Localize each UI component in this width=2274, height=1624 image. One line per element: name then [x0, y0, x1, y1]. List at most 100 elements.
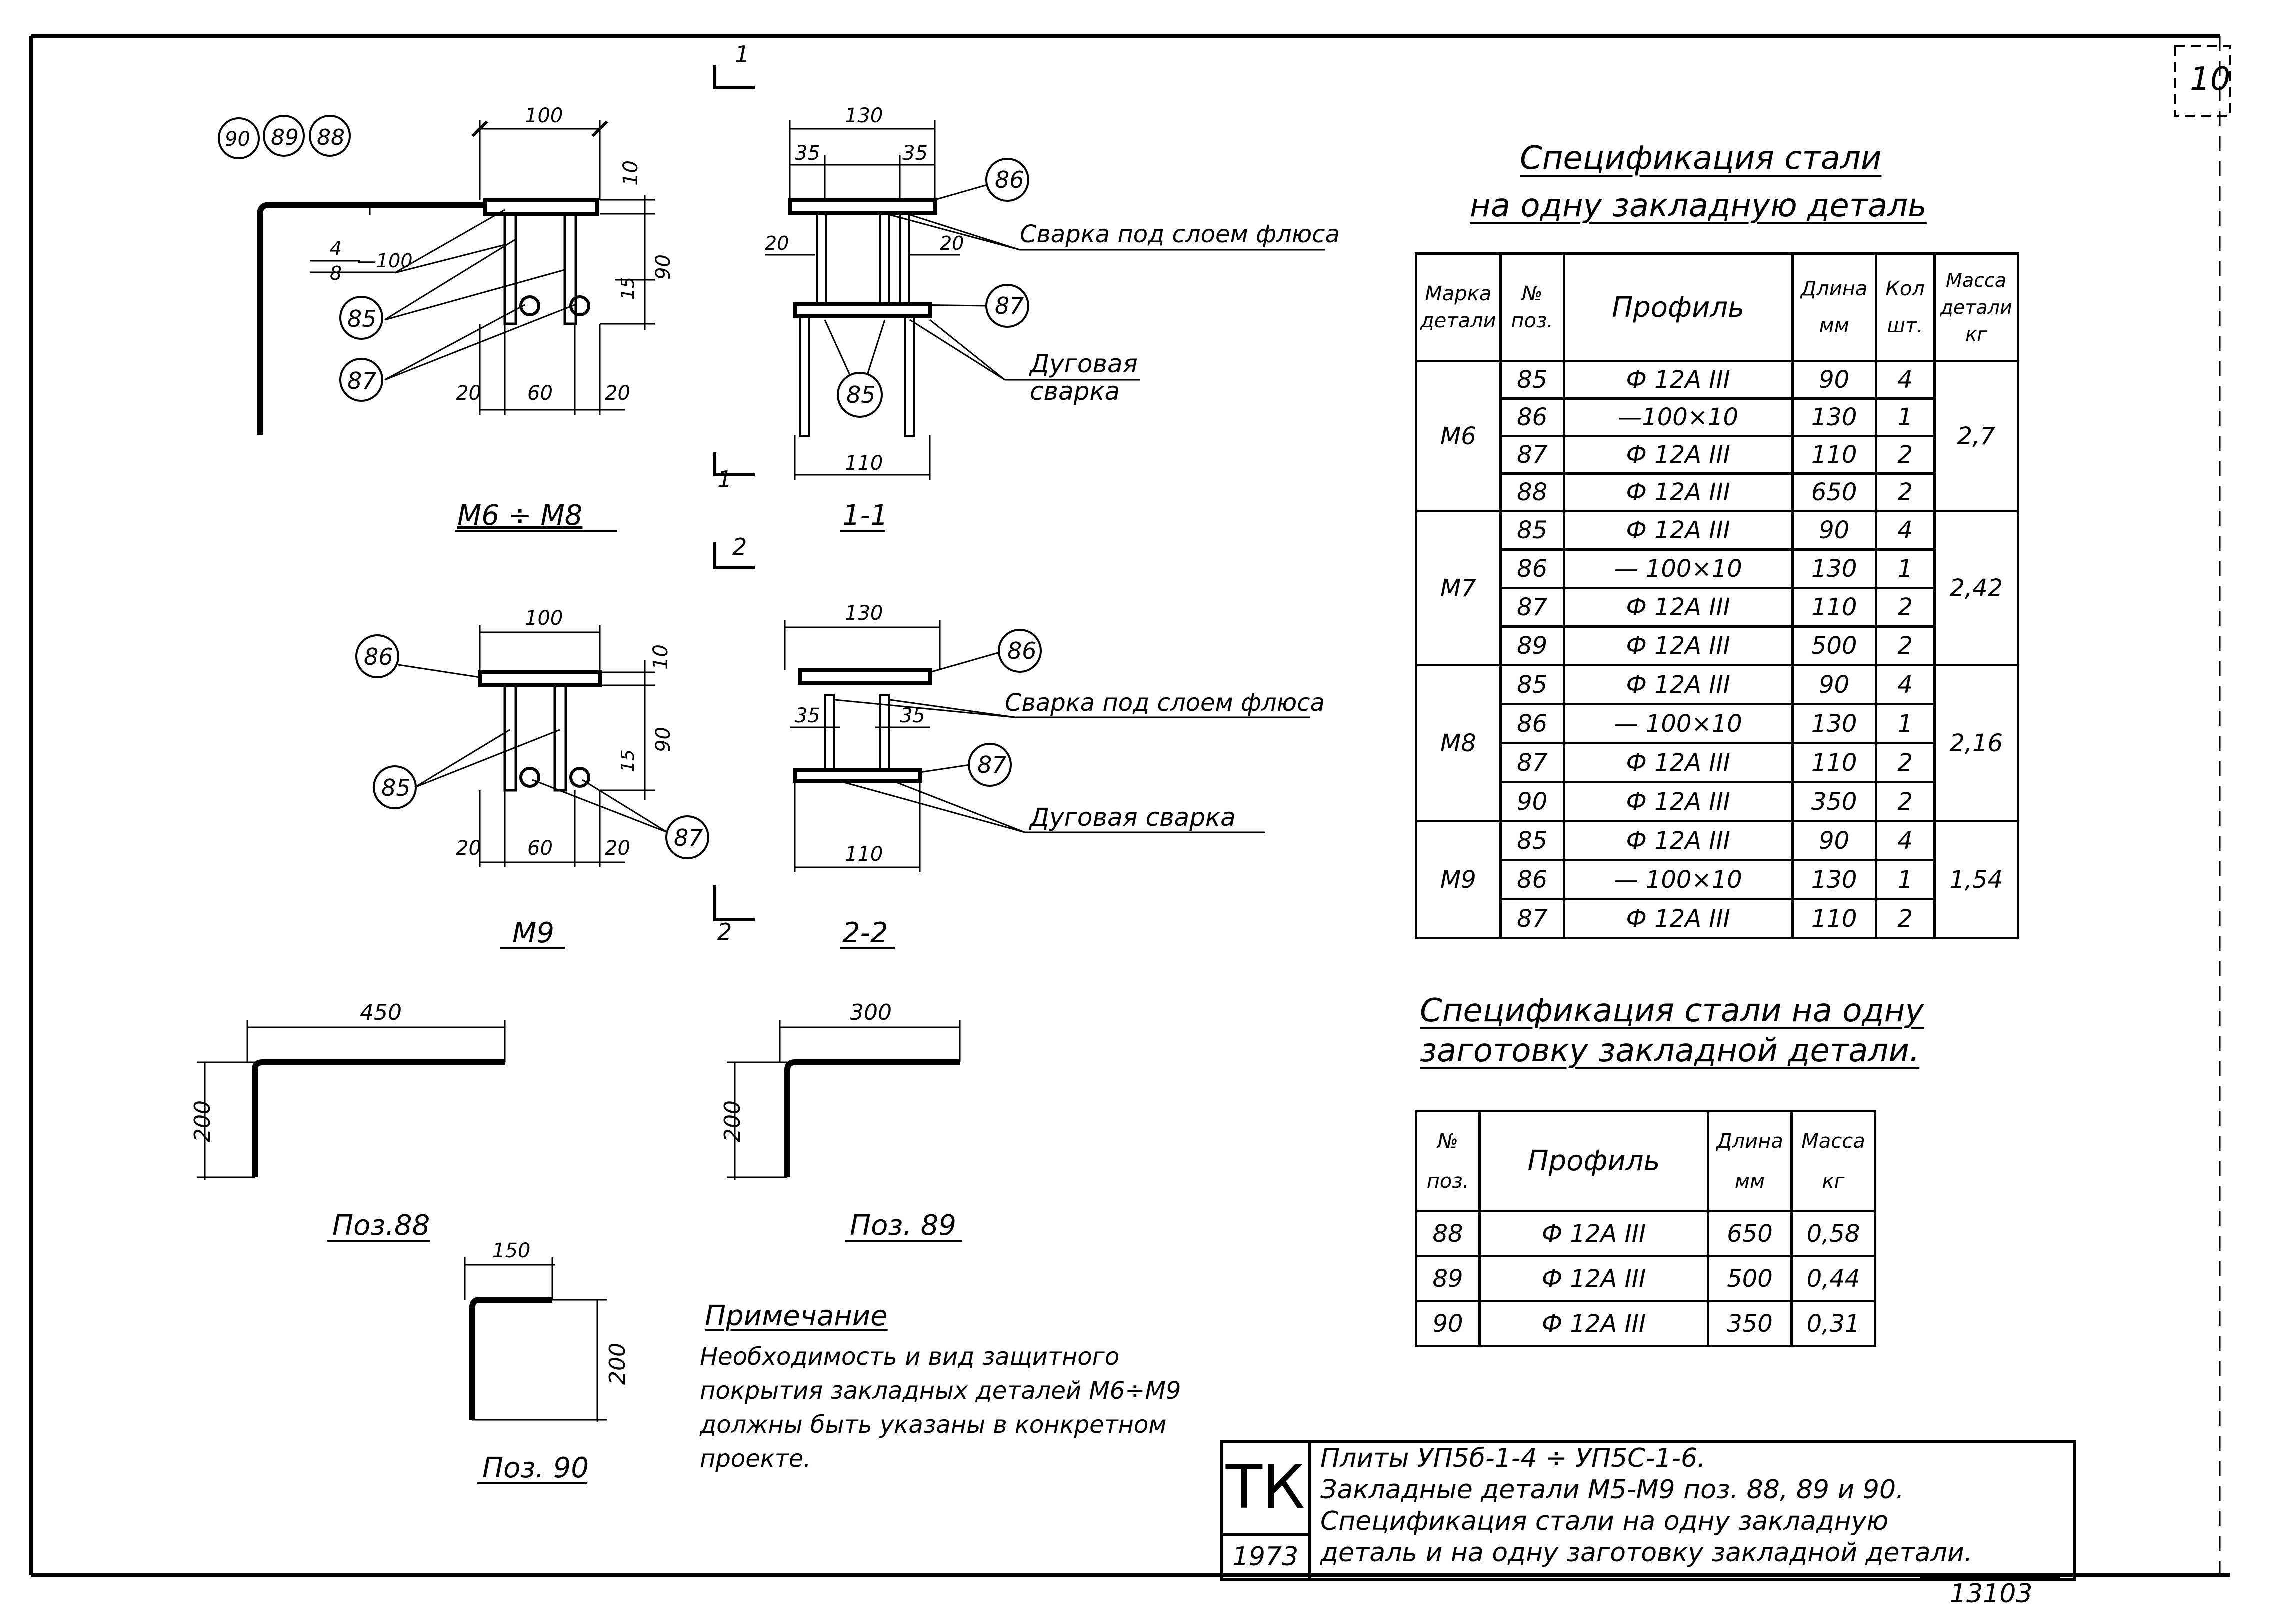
spec1-cell-length: 500 — [1791, 626, 1878, 666]
table-row: 86 —100×10 130 1 — [1416, 398, 2018, 438]
m6m8-title: М6 ÷ М8 — [458, 500, 582, 532]
sec1-dim-right: 35 — [902, 142, 928, 165]
table-row: 86 — 100×10 130 1 — [1416, 548, 2018, 590]
table-row: 86 — 100×10 130 1 — [1416, 703, 2018, 744]
spec2-cell-mass: 0,44 — [1790, 1255, 1876, 1302]
section-2-2 — [784, 620, 1310, 872]
spec1-title-2: на одну закладную деталь — [1470, 188, 1927, 224]
spec2-title-2: заготовку закладной детали. — [1420, 1032, 1920, 1070]
spec1-cell-length: 650 — [1791, 472, 1878, 512]
spec1-cell-length: 130 — [1791, 859, 1878, 900]
spec1-cell-pos: 87 — [1499, 898, 1566, 940]
pos-88-shape — [198, 1020, 506, 1180]
section-1-1 — [714, 65, 1325, 480]
spec1-mass: 2,7 — [1933, 360, 2020, 512]
sec2-dim-left: 35 — [795, 704, 820, 728]
m6m8-weld-den: 8 — [330, 262, 342, 284]
pos-90-shape — [464, 1258, 608, 1422]
table-row: 89 Ф 12А III 500 0,44 — [1415, 1255, 1876, 1302]
m6m8-dim-b3: 20 — [605, 382, 630, 405]
table-row: 90 Ф 12А III 350 0,31 — [1415, 1300, 1876, 1348]
spec1-cell-profile: Ф 12А III — [1562, 742, 1794, 784]
spec1-cell-qty: 1 — [1874, 548, 1936, 590]
spec1-mass: 2,16 — [1933, 664, 2020, 822]
spec1-cell-profile: Ф 12А III — [1562, 472, 1794, 512]
m6m8-dim-top: 100 — [525, 104, 563, 128]
m9-dim-top: 100 — [525, 607, 563, 630]
spec1-cell-pos: 86 — [1499, 859, 1566, 900]
table-row: 86 — 100×10 130 1 — [1416, 859, 2018, 900]
spec1-cell-pos: 86 — [1499, 398, 1566, 438]
stamp-line: Закладные детали М5-М9 поз. 88, 89 и 90. — [1320, 1475, 1904, 1505]
stamp-series-cell: ТК — [1223, 1443, 1311, 1536]
stamp-line: деталь и на одну заготовку закладной дет… — [1320, 1538, 1973, 1568]
spec1-cell-qty: 1 — [1874, 398, 1936, 438]
spec1-mark: М7 — [1415, 510, 1502, 666]
spec1-cell-length: 90 — [1791, 664, 1878, 706]
m6m8-pos87: 87 — [348, 368, 377, 394]
spec2-cell-length: 650 — [1707, 1210, 1793, 1258]
spec1-cell-length: 350 — [1791, 781, 1878, 822]
note-body: Необходимость и вид защитного покрытия з… — [700, 1340, 1260, 1476]
sec1-cut-top: 1 — [735, 41, 750, 68]
note-line: проекте. — [700, 1445, 812, 1473]
m9-title: М9 — [512, 917, 554, 950]
table-row: 87 Ф 12А III 110 2 — [1416, 435, 2018, 475]
spec1-cell-qty: 2 — [1874, 898, 1936, 940]
spec2-cell-pos: 89 — [1415, 1255, 1481, 1302]
sec2-pos87: 87 — [978, 752, 1007, 778]
spec1-mass: 2,42 — [1933, 510, 2020, 666]
spec2-cell-length: 350 — [1707, 1300, 1793, 1348]
m6m8-weld-suffix: —100 — [358, 250, 413, 272]
spec1-cell-qty: 4 — [1874, 820, 1936, 862]
m6m8-pos88: 88 — [317, 125, 345, 150]
drawing-number: 13103 — [1950, 1579, 2032, 1609]
spec2-cell-pos: 88 — [1415, 1210, 1481, 1258]
sec1-dim-side-l: 20 — [765, 232, 789, 254]
view-m9 — [356, 542, 755, 922]
spec1-cell-length: 110 — [1791, 435, 1878, 475]
sec1-dim-bottom: 110 — [845, 452, 883, 475]
spec2-cell-profile: Ф 12А III — [1478, 1210, 1710, 1258]
m9-dim-b3: 20 — [605, 837, 630, 860]
spec1-cell-pos: 85 — [1499, 820, 1566, 862]
table-row: 87 Ф 12А III 110 2 — [1416, 742, 2018, 784]
spec1-cell-pos: 85 — [1499, 510, 1566, 551]
spec1-cell-profile: — 100×10 — [1562, 859, 1794, 900]
spec1-cell-profile: Ф 12А III — [1562, 435, 1794, 475]
view-m6-m8 — [218, 115, 655, 435]
spec1-cell-profile: Ф 12А III — [1562, 898, 1794, 940]
pos89-title: Поз. 89 — [850, 1210, 956, 1242]
spec1-mark: М8 — [1415, 664, 1502, 822]
spec1-cell-pos: 87 — [1499, 435, 1566, 475]
spec1-mass: 1,54 — [1933, 820, 2020, 940]
spec1-cell-qty: 1 — [1874, 859, 1936, 900]
spec1-cell-pos: 85 — [1499, 664, 1566, 706]
sec1-pos85: 85 — [846, 382, 876, 408]
spec1-cell-pos: 87 — [1499, 587, 1566, 628]
spec1-cell-qty: 2 — [1874, 587, 1936, 628]
sec1-weld-flux: Сварка под слоем флюса — [1020, 220, 1340, 248]
table-row: М6 85 Ф 12А III 90 4 2,7 — [1415, 360, 2020, 512]
spec1-head-profile: Профиль — [1562, 252, 1794, 362]
spec1-cell-profile: — 100×10 — [1562, 703, 1794, 744]
spec1-cell-length: 90 — [1791, 360, 1878, 400]
m9-pos86: 86 — [364, 644, 394, 670]
m6m8-pos85: 85 — [348, 306, 377, 332]
table-row: 89 Ф 12А III 500 2 — [1416, 626, 2018, 666]
spec2-cell-mass: 0,31 — [1790, 1300, 1876, 1348]
sec2-dim-bottom: 110 — [845, 843, 883, 866]
spec1-cell-qty: 4 — [1874, 360, 1936, 400]
spec1-cell-length: 130 — [1791, 398, 1878, 438]
spec1-cell-profile: Ф 12А III — [1562, 510, 1794, 551]
sec2-dim-right: 35 — [900, 704, 926, 728]
spec2-cell-mass: 0,58 — [1790, 1210, 1876, 1258]
note-line: должны быть указаны в конкретном — [700, 1411, 1167, 1439]
spec1-cell-length: 110 — [1791, 587, 1878, 628]
stamp-series: ТК — [1226, 1453, 1306, 1522]
